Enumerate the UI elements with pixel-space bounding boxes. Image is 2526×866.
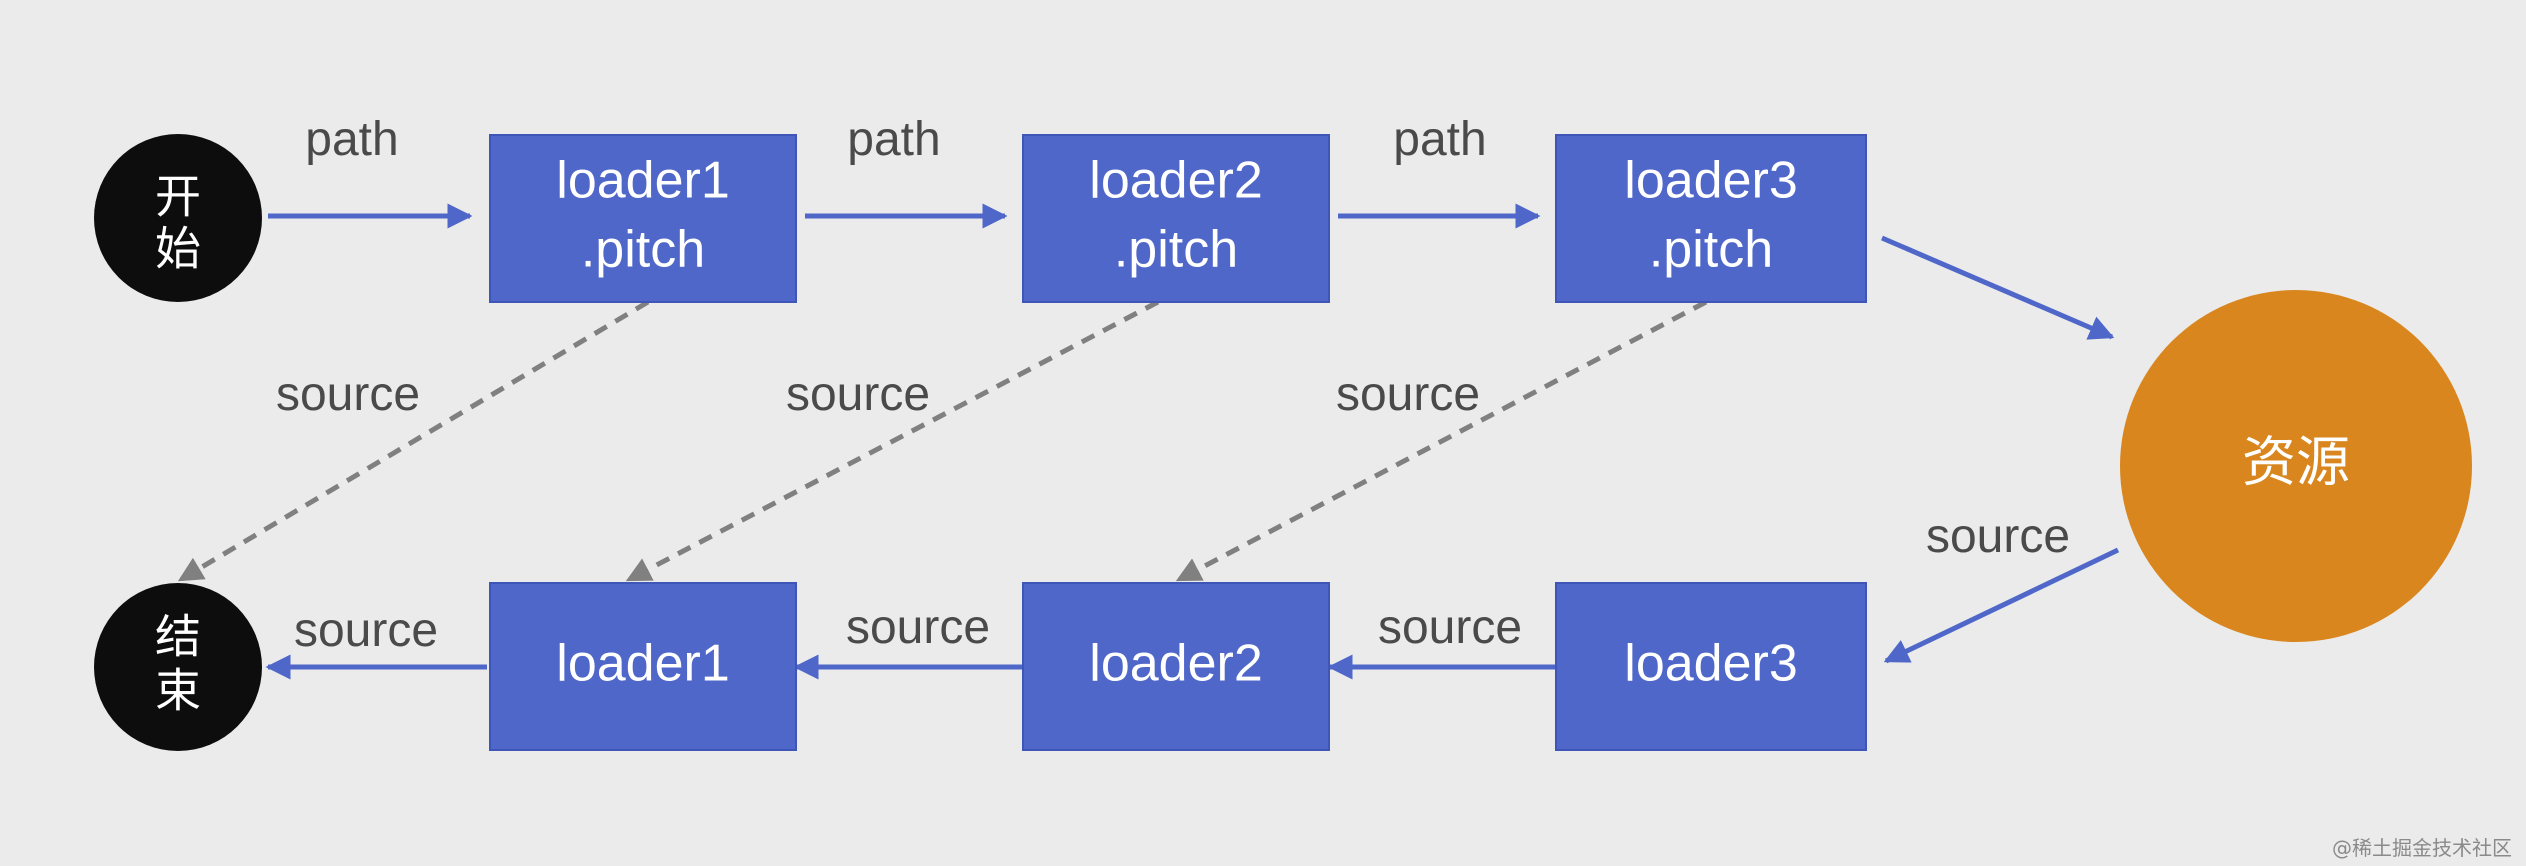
edge-label-loader1-to-end: source bbox=[294, 604, 438, 657]
arrow-resource-to-loader3 bbox=[1883, 547, 2120, 664]
start-label-line2: 始 bbox=[155, 222, 201, 276]
loader-box-loader1: loader1 bbox=[489, 582, 797, 751]
arrow-pitch3-to-resource bbox=[1881, 235, 2115, 340]
pitch-box-loader2: loader2 .pitch bbox=[1022, 134, 1330, 303]
edge-label-path-2: path bbox=[847, 113, 940, 166]
pitch-box-loader2-line2: .pitch bbox=[1114, 221, 1238, 279]
loader-box-loader2-label: loader2 bbox=[1089, 635, 1262, 693]
pitch-box-loader3-line1: loader3 bbox=[1624, 152, 1797, 210]
loader-box-loader2: loader2 bbox=[1022, 582, 1330, 751]
edge-label-loader3-to-loader2: source bbox=[1378, 601, 1522, 654]
loader-box-loader3-label: loader3 bbox=[1624, 635, 1797, 693]
resource-label: 资源 bbox=[2242, 431, 2350, 494]
loader-box-loader3: loader3 bbox=[1555, 582, 1867, 751]
dashed-arrow-pitch2-to-loader1 bbox=[625, 299, 1160, 583]
end-label-line2: 束 bbox=[155, 664, 201, 718]
start-label-line1: 开 bbox=[155, 170, 201, 224]
dashed-arrow-pitch3-to-loader2 bbox=[1175, 299, 1708, 583]
resource-node: 资源 bbox=[2120, 290, 2472, 642]
loader-box-loader1-label: loader1 bbox=[556, 635, 729, 693]
watermark: @稀土掘金技术社区 bbox=[2332, 836, 2512, 860]
pitch-box-loader1-line2: .pitch bbox=[581, 221, 705, 279]
edge-label-path-3: path bbox=[1393, 113, 1486, 166]
pitch-box-loader3: loader3 .pitch bbox=[1555, 134, 1867, 303]
dashed-arrow-pitch1-to-end bbox=[177, 299, 650, 583]
edge-label-loader2-to-loader1: source bbox=[846, 601, 990, 654]
pitch-box-loader1-line1: loader1 bbox=[556, 152, 729, 210]
start-node: 开 始 bbox=[94, 134, 262, 302]
pitch-box-loader1: loader1 .pitch bbox=[489, 134, 797, 303]
pitch-box-loader2-line1: loader2 bbox=[1089, 152, 1262, 210]
end-node: 结 束 bbox=[94, 583, 262, 751]
edge-label-resource-to-loader3: source bbox=[1926, 510, 2070, 563]
pitch-box-loader3-line2: .pitch bbox=[1649, 221, 1773, 279]
edge-label-dashed-3: source bbox=[1336, 368, 1480, 421]
end-label-line1: 结 bbox=[155, 610, 201, 664]
edge-label-dashed-2: source bbox=[786, 368, 930, 421]
edge-label-path-1: path bbox=[305, 113, 398, 166]
edge-label-dashed-1: source bbox=[276, 368, 420, 421]
